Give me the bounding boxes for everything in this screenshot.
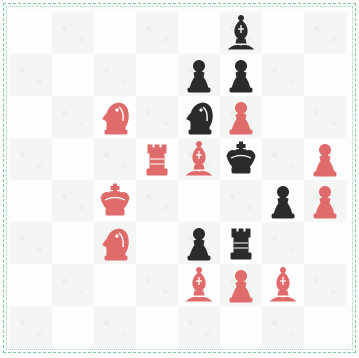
square-f6[interactable] (220, 96, 262, 138)
red-knight-icon[interactable] (97, 97, 133, 137)
square-d4[interactable] (136, 180, 178, 222)
red-bishop-icon[interactable] (181, 265, 217, 305)
square-d1[interactable] (136, 306, 178, 348)
square-h8[interactable] (304, 12, 346, 54)
square-h2[interactable] (304, 264, 346, 306)
square-c8[interactable] (94, 12, 136, 54)
red-bishop-icon[interactable] (265, 265, 301, 305)
square-d5[interactable] (136, 138, 178, 180)
square-a3[interactable] (10, 222, 52, 264)
square-g7[interactable] (262, 54, 304, 96)
black-pawn-icon[interactable] (181, 55, 217, 95)
square-e2[interactable] (178, 264, 220, 306)
square-c3[interactable] (94, 222, 136, 264)
square-f8[interactable] (220, 12, 262, 54)
square-e1[interactable] (178, 306, 220, 348)
square-b1[interactable] (52, 306, 94, 348)
square-a5[interactable] (10, 138, 52, 180)
black-pawn-icon[interactable] (223, 55, 259, 95)
square-e3[interactable] (178, 222, 220, 264)
square-f2[interactable] (220, 264, 262, 306)
red-pawn-icon[interactable] (307, 139, 343, 179)
square-c2[interactable] (94, 264, 136, 306)
square-f7[interactable] (220, 54, 262, 96)
square-e4[interactable] (178, 180, 220, 222)
square-e7[interactable] (178, 54, 220, 96)
square-g5[interactable] (262, 138, 304, 180)
square-a1[interactable] (10, 306, 52, 348)
square-g1[interactable] (262, 306, 304, 348)
square-e5[interactable] (178, 138, 220, 180)
square-h7[interactable] (304, 54, 346, 96)
square-h1[interactable] (304, 306, 346, 348)
black-knight-icon[interactable] (181, 97, 217, 137)
square-h3[interactable] (304, 222, 346, 264)
square-f4[interactable] (220, 180, 262, 222)
red-pawn-icon[interactable] (223, 97, 259, 137)
black-pawn-icon[interactable] (181, 223, 217, 263)
square-b3[interactable] (52, 222, 94, 264)
square-d8[interactable] (136, 12, 178, 54)
square-f3[interactable] (220, 222, 262, 264)
black-king-icon[interactable] (223, 139, 259, 179)
square-b6[interactable] (52, 96, 94, 138)
square-d2[interactable] (136, 264, 178, 306)
square-d6[interactable] (136, 96, 178, 138)
square-g6[interactable] (262, 96, 304, 138)
square-f5[interactable] (220, 138, 262, 180)
square-d3[interactable] (136, 222, 178, 264)
square-c4[interactable] (94, 180, 136, 222)
square-h6[interactable] (304, 96, 346, 138)
square-f1[interactable] (220, 306, 262, 348)
square-a6[interactable] (10, 96, 52, 138)
square-a4[interactable] (10, 180, 52, 222)
red-knight-icon[interactable] (97, 223, 133, 263)
square-b8[interactable] (52, 12, 94, 54)
red-bishop-icon[interactable] (181, 139, 217, 179)
square-a2[interactable] (10, 264, 52, 306)
square-g4[interactable] (262, 180, 304, 222)
square-e8[interactable] (178, 12, 220, 54)
red-pawn-icon[interactable] (307, 181, 343, 221)
square-c6[interactable] (94, 96, 136, 138)
chess-board (10, 12, 346, 348)
square-c7[interactable] (94, 54, 136, 96)
square-e6[interactable] (178, 96, 220, 138)
black-pawn-icon[interactable] (265, 181, 301, 221)
square-b4[interactable] (52, 180, 94, 222)
square-b2[interactable] (52, 264, 94, 306)
square-g8[interactable] (262, 12, 304, 54)
square-h5[interactable] (304, 138, 346, 180)
square-a8[interactable] (10, 12, 52, 54)
square-c5[interactable] (94, 138, 136, 180)
square-h4[interactable] (304, 180, 346, 222)
square-g3[interactable] (262, 222, 304, 264)
square-g2[interactable] (262, 264, 304, 306)
red-rook-icon[interactable] (139, 139, 175, 179)
square-b5[interactable] (52, 138, 94, 180)
square-a7[interactable] (10, 54, 52, 96)
square-b7[interactable] (52, 54, 94, 96)
black-bishop-icon[interactable] (223, 13, 259, 53)
square-d7[interactable] (136, 54, 178, 96)
square-c1[interactable] (94, 306, 136, 348)
red-pawn-icon[interactable] (223, 265, 259, 305)
red-king-icon[interactable] (97, 181, 133, 221)
black-rook-icon[interactable] (223, 223, 259, 263)
